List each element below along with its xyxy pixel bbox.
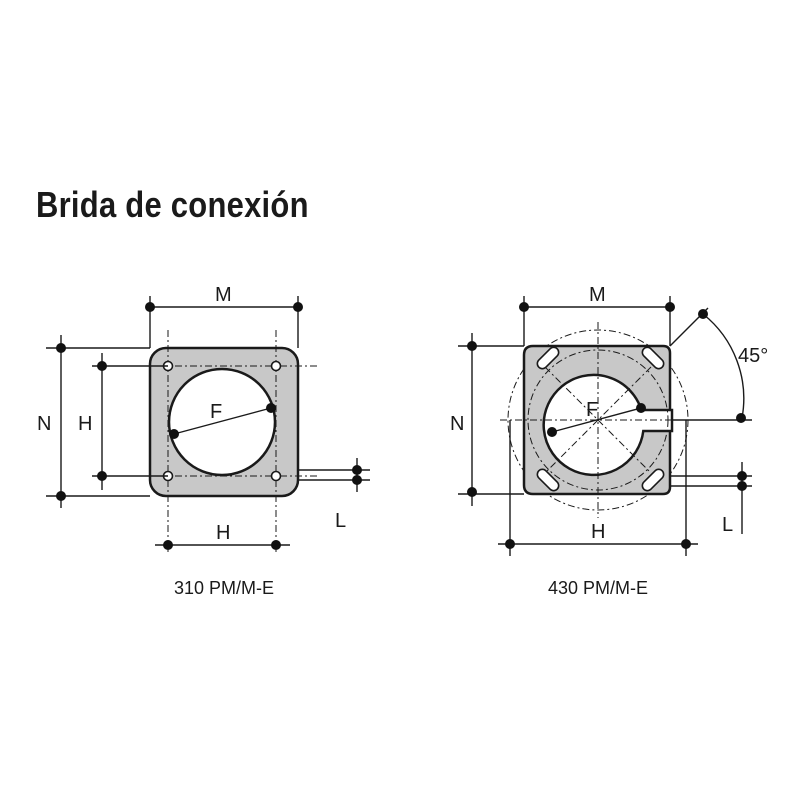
svg-text:M: M [215,284,232,306]
flange-310-h-horizontal-dimension: H [155,522,290,550]
svg-text:M: M [589,284,606,306]
svg-text:N: N [37,413,51,435]
flange-430-m-dimension: M [519,284,675,346]
svg-text:H: H [78,413,92,435]
flange-310-caption: 310 PM/M-E [174,578,274,598]
flange-310-m-dimension: M [145,284,303,348]
flange-310-n-dimension: N [37,335,150,508]
flange-430-angle-dimension: 45° [669,307,768,423]
flange-310-l-dimension: L [298,458,370,532]
svg-text:H: H [591,521,605,543]
flange-430-caption: 430 PM/M-E [548,578,648,598]
flange-430-h-dimension: H [498,420,698,556]
angle-label: 45° [738,345,768,367]
flange-430-n-dimension: N [450,333,524,506]
flange-310-bolt-holes [162,360,282,482]
svg-text:L: L [722,514,733,536]
flange-310-drawing: F M N H [37,284,370,598]
flange-310-f-label: F [210,401,222,423]
flange-430-l-dimension: L [670,462,752,536]
page-title: Brida de conexión [36,184,309,225]
flange-430-drawing: F M 45° N [450,284,768,598]
flange-430-slots [536,346,665,492]
svg-text:H: H [216,522,230,544]
flange-430-bore [542,373,674,477]
flange-310-h-vertical-dimension: H [78,353,168,490]
svg-text:L: L [335,510,346,532]
flange-310-bore [167,367,277,477]
flange-430-f-label: F [586,399,598,421]
svg-text:N: N [450,413,464,435]
